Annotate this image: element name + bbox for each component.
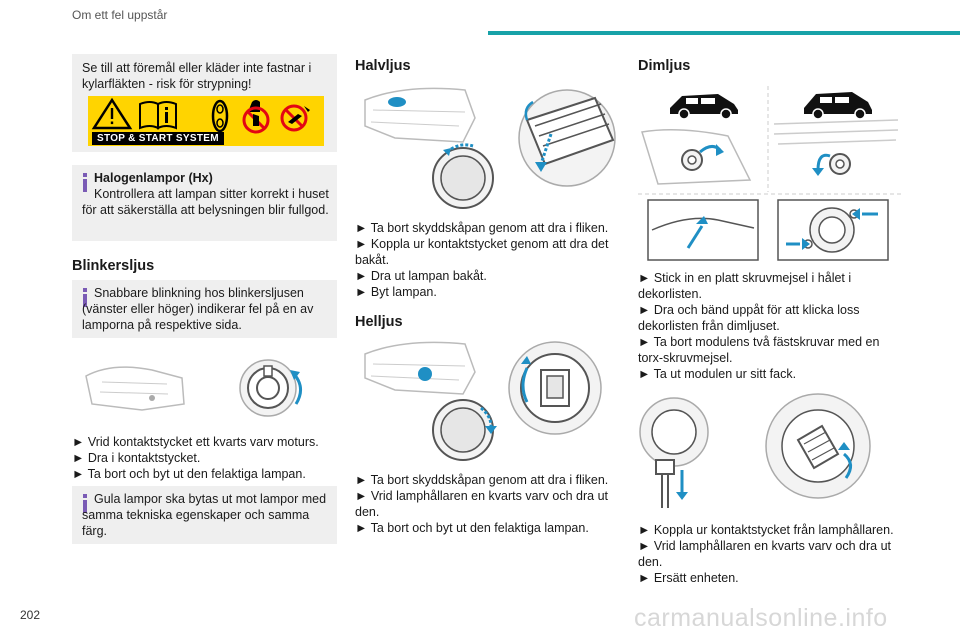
blinkers-info-text: Snabbare blinkning hos blinkersljusen (v… xyxy=(82,286,314,332)
page-number: 202 xyxy=(20,608,41,622)
warning-text: Se till att föremål eller kläder inte fa… xyxy=(82,61,312,91)
no-tool-icon xyxy=(280,104,310,132)
dim-step-5: ► Koppla ur kontaktstycket från lamphåll… xyxy=(638,523,894,537)
stop-start-label: STOP & START SYSTEM xyxy=(92,132,224,145)
warning-box: Se till att föremål eller kläder inte fa… xyxy=(72,54,337,152)
yellow-lamp-info-box: Gula lampor ska bytas ut mot lampor med … xyxy=(72,486,337,544)
dimljus-steps-b: ► Koppla ur kontaktstycket från lamphåll… xyxy=(638,522,903,586)
dim-step-6: ► Vrid lamphållaren en kvarts varv och d… xyxy=(638,539,891,569)
halogen-info-box: Halogenlampor (Hx) Kontrollera att lampa… xyxy=(72,165,337,241)
blink-step-2: ► Dra i kontaktstycket. xyxy=(72,451,201,465)
bulb-holder-icon xyxy=(239,359,297,417)
helljus-illustration xyxy=(355,336,620,464)
dimljus-illustration-1 xyxy=(638,80,903,262)
highbeam-cover-icon xyxy=(432,399,494,461)
rotate-arrow-icon xyxy=(290,370,302,405)
fan-belt-icon xyxy=(211,99,229,133)
dim-step-2: ► Dra och bänd uppåt för att klicka loss… xyxy=(638,303,860,333)
halvljus-heading: Halvljus xyxy=(355,58,411,74)
helljus-steps: ► Ta bort skyddskåpan genom att dra i fl… xyxy=(355,472,620,536)
halv-step-2: ► Koppla ur kontaktstycket genom att dra… xyxy=(355,237,609,267)
running-header: Om ett fel uppstår xyxy=(72,8,168,22)
blinker-illustration xyxy=(72,348,337,428)
no-hand-icon xyxy=(242,100,270,134)
hel-step-3: ► Ta bort och byt ut den felaktiga lampa… xyxy=(355,521,589,535)
car-silhouette-icon-2 xyxy=(804,92,872,120)
halvljus-steps: ► Ta bort skyddskåpan genom att dra i fl… xyxy=(355,220,620,300)
dimljus-heading: Dimljus xyxy=(638,58,691,74)
foglamp-icon-2 xyxy=(829,153,851,175)
blinkers-heading: Blinkersljus xyxy=(72,258,155,274)
foglamp-icon xyxy=(681,149,703,171)
halv-step-4: ► Byt lampan. xyxy=(355,285,437,299)
halv-step-3: ► Dra ut lampan bakåt. xyxy=(355,269,487,283)
foglamp-holder-icon xyxy=(765,393,871,499)
dim-step-4: ► Ta ut modulen ur sitt fack. xyxy=(638,367,797,381)
dim-step-7: ► Ersätt enheten. xyxy=(638,571,739,585)
halogen-text: Kontrollera att lampan sitter korrekt i … xyxy=(82,187,329,217)
halvljus-illustration xyxy=(355,80,620,210)
car-silhouette-icon xyxy=(670,94,738,120)
blink-step-1: ► Vrid kontaktstycket ett kvarts varv mo… xyxy=(72,435,319,449)
hel-step-1: ► Ta bort skyddskåpan genom att dra i fl… xyxy=(355,473,609,487)
dim-step-3: ► Ta bort modulens två fästskruvar med e… xyxy=(638,335,880,365)
watermark: carmanualsonline.info xyxy=(634,604,888,632)
halv-step-1: ► Ta bort skyddskåpan genom att dra i fl… xyxy=(355,221,609,235)
blinkers-steps: ► Vrid kontaktstycket ett kvarts varv mo… xyxy=(72,434,337,482)
helljus-heading: Helljus xyxy=(355,314,403,330)
warning-triangle-icon xyxy=(91,97,133,130)
dim-step-1: ► Stick in en platt skruvmejsel i hålet … xyxy=(638,271,852,301)
blinkers-info-box: Snabbare blinkning hos blinkersljusen (v… xyxy=(72,280,337,338)
dimljus-steps-a: ► Stick in en platt skruvmejsel i hålet … xyxy=(638,270,903,382)
dimljus-illustration-2 xyxy=(638,384,903,514)
yellow-lamp-info-text: Gula lampor ska bytas ut mot lampor med … xyxy=(82,492,327,538)
halogen-title: Halogenlampor (Hx) xyxy=(94,171,213,185)
foglamp-connector-icon xyxy=(639,397,709,508)
headlamp-bulb-icon xyxy=(518,89,616,187)
headlamp-cover-icon xyxy=(432,147,494,209)
stop-start-warning-label: STOP & START SYSTEM xyxy=(88,96,324,146)
blink-step-3: ► Ta bort och byt ut den felaktiga lampa… xyxy=(72,467,306,481)
manual-book-icon xyxy=(139,101,177,130)
hel-step-2: ► Vrid lamphållaren en kvarts varv och d… xyxy=(355,489,608,519)
header-accent-bar xyxy=(488,31,960,35)
highbeam-bulb-icon xyxy=(508,341,602,435)
